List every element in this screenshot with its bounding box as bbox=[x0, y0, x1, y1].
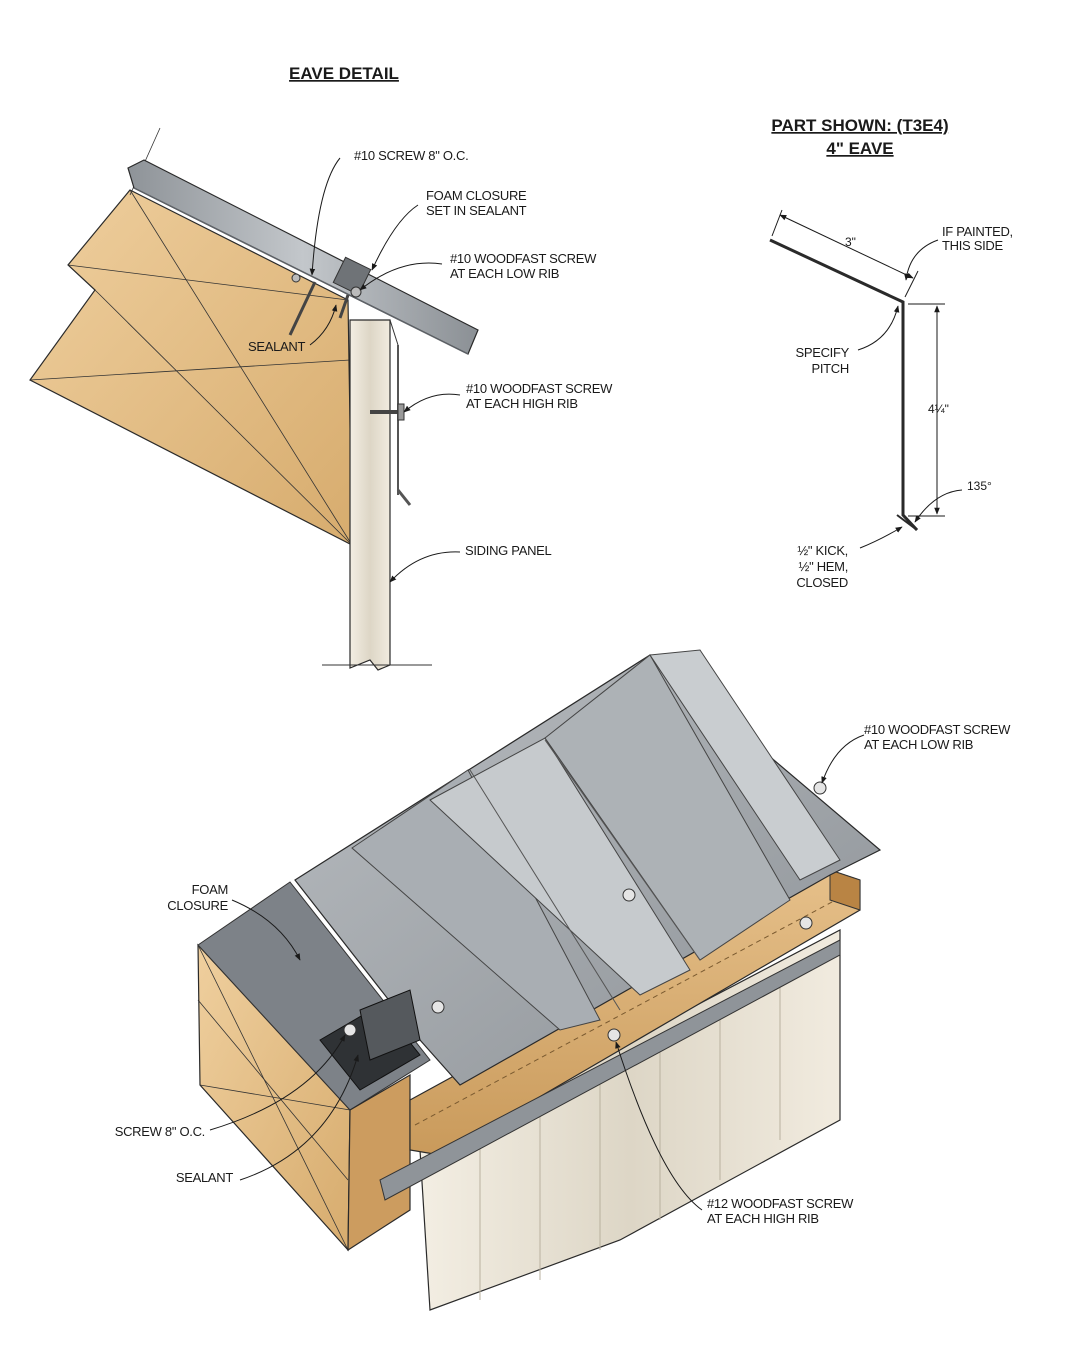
label-sealant: SEALANT bbox=[248, 339, 306, 354]
screw-section-low bbox=[288, 273, 362, 336]
label-foam-closure-2: SET IN SEALANT bbox=[426, 203, 527, 218]
siding-panel-section bbox=[322, 319, 432, 671]
iso-label-foam-1: FOAM bbox=[192, 882, 228, 897]
label-kick-2: ½" HEM, bbox=[799, 559, 848, 574]
roof-panel-section bbox=[127, 159, 479, 355]
dim-4-quarter-inch: 4¼" bbox=[928, 402, 949, 416]
label-if-painted-2: THIS SIDE bbox=[942, 238, 1003, 253]
iso-label-screw-oc: SCREW 8" O.C. bbox=[115, 1124, 205, 1139]
label-if-painted-1: IF PAINTED, bbox=[942, 224, 1013, 239]
label-woodfast-high-1: #10 WOODFAST SCREW bbox=[466, 381, 613, 396]
eave-detail-section: EAVE DETAIL bbox=[29, 64, 613, 671]
label-woodfast-low-1: #10 WOODFAST SCREW bbox=[450, 251, 597, 266]
iso-eave-trim bbox=[379, 939, 841, 1201]
iso-screws bbox=[343, 781, 827, 1042]
label-foam-closure-1: FOAM CLOSURE bbox=[426, 188, 527, 203]
iso-label-woodfast-low-1: #10 WOODFAST SCREW bbox=[864, 722, 1011, 737]
iso-label-foam-2: CLOSURE bbox=[167, 898, 228, 913]
iso-siding-panels bbox=[419, 929, 841, 1311]
part-shown-profile: PART SHOWN: (T3E4) 4" EAVE 3" 4¼" IF PAI… bbox=[769, 116, 1013, 590]
iso-label-sealant: SEALANT bbox=[176, 1170, 234, 1185]
iso-label-woodfast-low-2: AT EACH LOW RIB bbox=[864, 737, 973, 752]
label-screw-oc: #10 SCREW 8" O.C. bbox=[354, 148, 468, 163]
eave-trim-profile bbox=[769, 238, 919, 532]
eave-detail-title: EAVE DETAIL bbox=[289, 64, 399, 83]
label-woodfast-high-2: AT EACH HIGH RIB bbox=[466, 396, 578, 411]
label-siding-panel: SIDING PANEL bbox=[465, 543, 552, 558]
dim-3-inch: 3" bbox=[845, 235, 856, 249]
iso-roof-panel bbox=[294, 649, 882, 1086]
isometric-view: #10 WOODFAST SCREW AT EACH LOW RIB FOAM … bbox=[115, 649, 1011, 1311]
part-shown-title: PART SHOWN: (T3E4) bbox=[771, 116, 948, 135]
iso-label-woodfast-high-1: #12 WOODFAST SCREW bbox=[707, 1196, 854, 1211]
label-angle-135: 135° bbox=[967, 479, 992, 493]
label-kick-3: CLOSED bbox=[796, 575, 848, 590]
label-woodfast-low-2: AT EACH LOW RIB bbox=[450, 266, 559, 281]
label-kick-1: ½" KICK, bbox=[797, 543, 848, 558]
iso-label-woodfast-high-2: AT EACH HIGH RIB bbox=[707, 1211, 819, 1226]
rafter-wood bbox=[29, 127, 353, 546]
label-specify-pitch-2: PITCH bbox=[811, 361, 849, 376]
part-shown-subtitle: 4" EAVE bbox=[826, 139, 893, 158]
label-specify-pitch-1: SPECIFY bbox=[795, 345, 849, 360]
